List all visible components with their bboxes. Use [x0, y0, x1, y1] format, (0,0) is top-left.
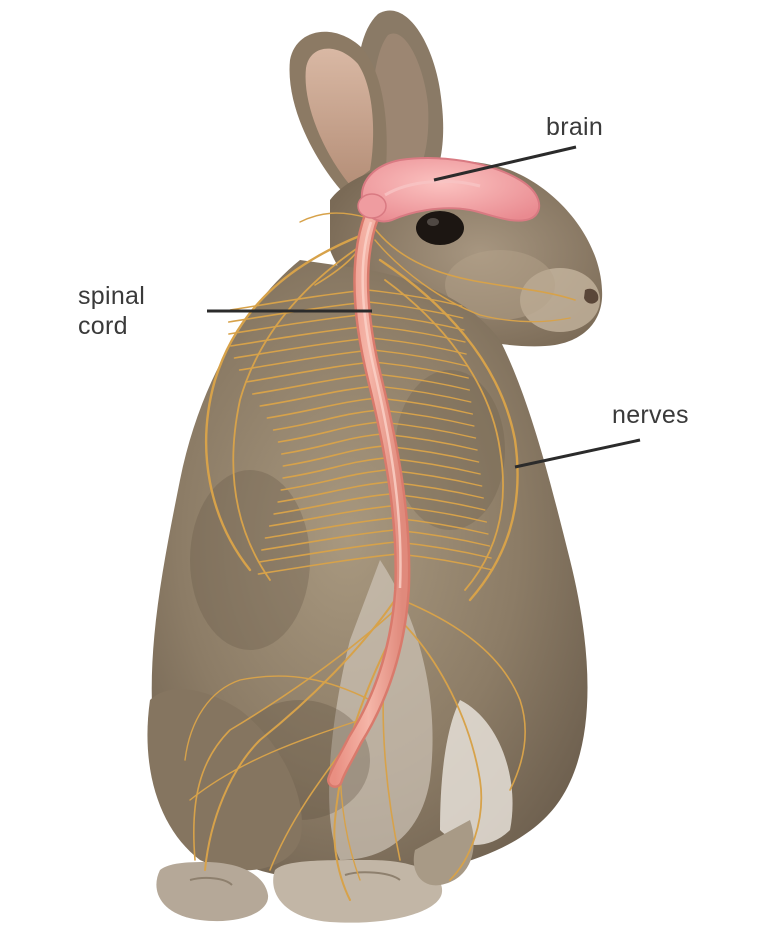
- brain-label: brain: [546, 112, 603, 142]
- rabbit-body: [147, 11, 602, 923]
- spinal-cord-label: spinal cord: [78, 281, 145, 341]
- nerves-label: nerves: [612, 400, 689, 430]
- spinal-cord-label-line1: spinal: [78, 281, 145, 311]
- spinal-cord-label-line2: cord: [78, 311, 145, 341]
- rabbit-eye: [416, 211, 464, 245]
- rabbit-foot-left: [156, 862, 268, 921]
